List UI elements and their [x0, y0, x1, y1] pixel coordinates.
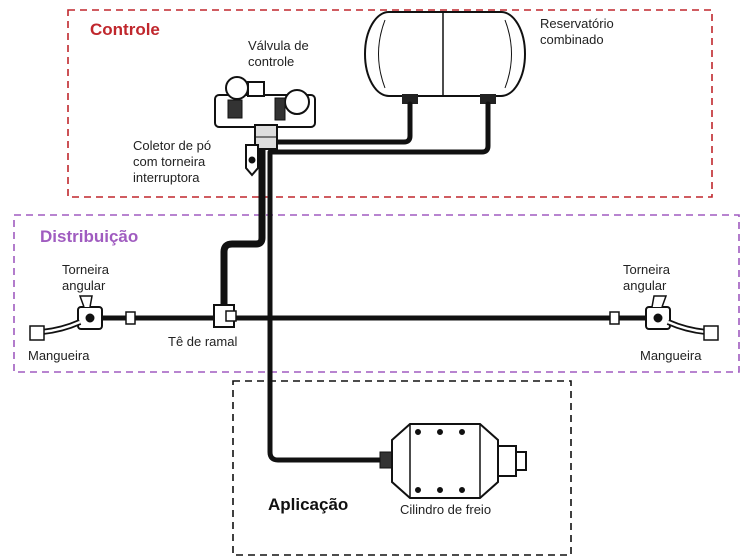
hose-right	[666, 319, 719, 341]
hose-left	[29, 319, 82, 341]
branch-tee	[213, 304, 237, 328]
cilindro-label: Cilindro de freio	[400, 502, 492, 517]
coletor-label: Coletor de pó com torneira interruptora	[133, 138, 212, 185]
te-ramal-label: Tê de ramal	[168, 334, 238, 349]
distribuicao-title: Distribuição	[40, 227, 139, 246]
dust-collector	[245, 144, 259, 177]
mangueira-left-label: Mangueira	[28, 348, 90, 363]
coupling-left	[125, 311, 136, 325]
torneira-left-label: Torneira angular	[62, 262, 109, 293]
distribuicao-box	[13, 214, 740, 373]
controle-title: Controle	[90, 20, 160, 39]
aplicacao-title: Aplicação	[268, 495, 349, 514]
controle-box	[67, 9, 713, 198]
control-valve	[214, 76, 316, 150]
reservatorio-label: Reservatório combinado	[540, 16, 614, 47]
valvula-label: Válvula de controle	[248, 38, 309, 69]
torneira-right-label: Torneira angular	[623, 262, 670, 293]
reservoir-tank	[364, 11, 526, 104]
mangueira-right-label: Mangueira	[640, 348, 702, 363]
brake-cylinder	[379, 423, 527, 499]
angle-cock-right	[645, 295, 671, 330]
coupling-right	[609, 311, 620, 325]
control-pipes	[97, 101, 653, 463]
angle-cock-left	[77, 295, 103, 330]
aplicacao-box	[232, 380, 572, 556]
